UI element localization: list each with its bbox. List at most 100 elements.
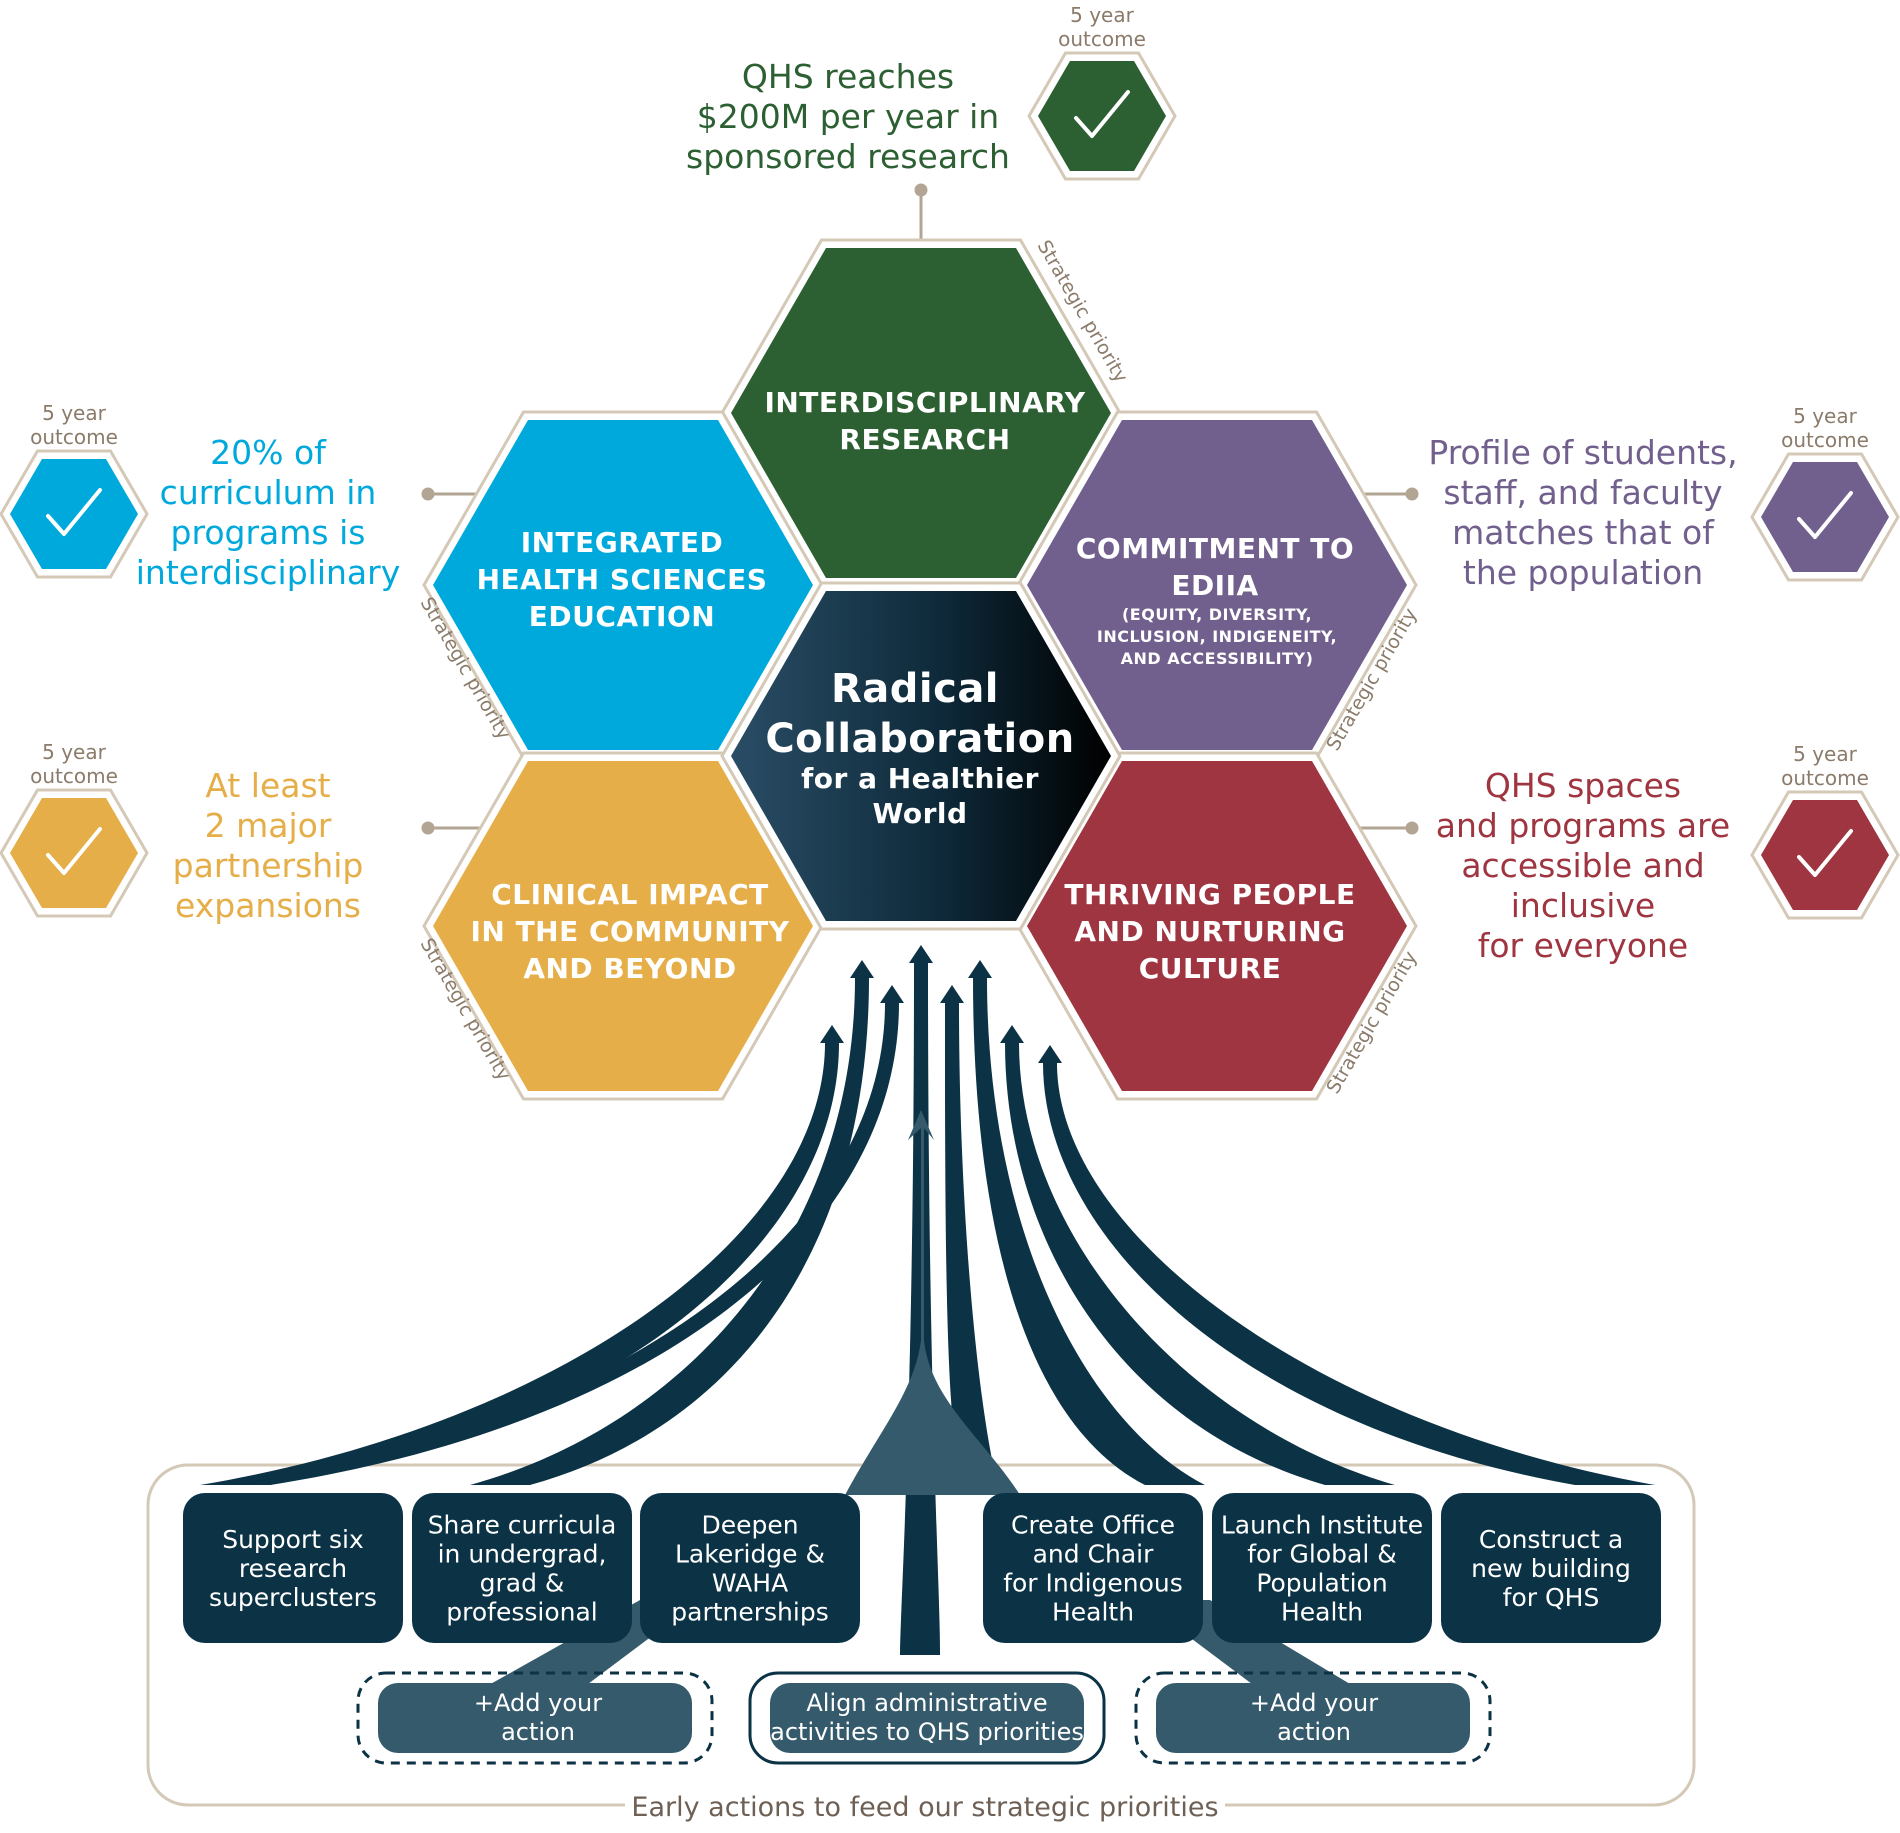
arrow-stream-2: [470, 960, 874, 1485]
priority-ediia-sub-line-3: AND ACCESSIBILITY): [1121, 649, 1314, 668]
outcome-research-line-1: QHS reaches: [742, 57, 954, 96]
check-icon: [46, 488, 102, 536]
action-1-line-3: superclusters: [209, 1583, 377, 1612]
outcome-thriving-line-1: QHS spaces: [1485, 766, 1681, 805]
priority-education-line-1: INTEGRATED: [521, 526, 724, 559]
priority-research-line-1: INTERDISCIPLINARY: [764, 386, 1085, 419]
check-icon: [46, 827, 102, 875]
outcome-ediia-line-1: Profile of students,: [1428, 433, 1737, 472]
outcome-label-thriving-1: 5 year: [1793, 742, 1857, 766]
action-1-line-2: research: [239, 1554, 347, 1583]
action-6-line-3: for QHS: [1503, 1583, 1600, 1612]
center-line-2: Collaboration: [765, 716, 1074, 762]
outcome-label-ediia-1: 5 year: [1793, 404, 1857, 428]
arrow-stream-5: [1038, 1045, 1655, 1485]
outcome-education-line-1: 20% of: [210, 433, 327, 472]
action-3-line-1: Deepen: [701, 1511, 798, 1540]
arrow-stream-8: [900, 945, 941, 1655]
outcome-research-line-2: $200M per year in: [697, 97, 999, 136]
outcome-clinical-line-1: At least: [205, 766, 330, 805]
outcome-education-line-4: interdisciplinary: [136, 553, 400, 592]
outcome-thriving-line-4: inclusive: [1511, 886, 1656, 925]
hex-education: [433, 420, 813, 750]
add-action-right-button[interactable]: [1156, 1683, 1470, 1753]
align-action-frame: [748, 1671, 1106, 1765]
hex-clinical: [433, 761, 813, 1091]
priority-ediia-sub-line-1: (EQUITY, DIVERSITY,: [1122, 605, 1312, 624]
action-2-line-2: in undergrad,: [438, 1540, 607, 1569]
outcome-check-ediia: [1761, 462, 1889, 572]
align-action-line-2: activities to QHS priorities: [770, 1718, 1084, 1746]
action-4-line-1: Create Office: [1011, 1511, 1175, 1540]
action-5-line-1: Launch Institute: [1221, 1511, 1423, 1540]
action-box-5[interactable]: [1212, 1493, 1432, 1643]
action-box-6[interactable]: [1441, 1493, 1661, 1643]
priority-education-line-2: HEALTH SCIENCES: [477, 563, 768, 596]
hex-research: [731, 248, 1111, 578]
outcome-clinical-line-2: 2 major: [205, 806, 332, 845]
priority-ediia-line-1: COMMITMENT TO: [1076, 532, 1354, 565]
outcome-check-clinical: [10, 798, 138, 908]
action-box-4[interactable]: [983, 1493, 1203, 1643]
align-action-line-1: Align administrative: [806, 1689, 1047, 1717]
priority-thriving-line-3: CULTURE: [1139, 952, 1282, 985]
outcome-label-clinical-2: outcome: [30, 764, 118, 788]
priority-clinical-line-2: IN THE COMMUNITY: [470, 915, 789, 948]
footer-gap: [625, 1790, 1225, 1820]
arrow-stream-3: [968, 960, 1205, 1485]
action-2-line-4: professional: [446, 1598, 597, 1627]
add-action-left-button[interactable]: [378, 1683, 692, 1753]
action-2-line-1: Share curricula: [428, 1511, 617, 1540]
priority-education-line-3: EDUCATION: [529, 600, 715, 633]
outcome-ediia-line-4: the population: [1463, 553, 1703, 592]
center-line-4: World: [872, 797, 967, 830]
outcome-label-clinical-1: 5 year: [42, 740, 106, 764]
outcome-label-thriving-2: outcome: [1781, 766, 1869, 790]
hex-ediia: [1027, 420, 1407, 750]
outcome-education-line-2: curriculum in: [160, 473, 377, 512]
outcome-label-education-1: 5 year: [42, 401, 106, 425]
action-5-line-4: Health: [1281, 1598, 1363, 1627]
outcome-ediia-line-2: staff, and faculty: [1443, 473, 1722, 512]
outcome-connectors: [421, 183, 1419, 835]
outcome-education-line-3: programs is: [171, 513, 366, 552]
center-title: Radical Collaboration for a Healthier Wo…: [765, 666, 1074, 830]
priority-thriving-line-2: AND NURTURING: [1074, 915, 1345, 948]
center-line-3: for a Healthier: [801, 762, 1039, 795]
check-icon: [1797, 491, 1853, 539]
outcome-label-ediia-2: outcome: [1781, 428, 1869, 452]
priority-research-line-2: RESEARCH: [839, 423, 1010, 456]
center-line-1: Radical: [831, 666, 999, 712]
priority-clinical-line-1: CLINICAL IMPACT: [491, 878, 769, 911]
add-action-left-line-2: action: [501, 1718, 575, 1746]
add-action-right-line-2: action: [1277, 1718, 1351, 1746]
check-icon: [1797, 829, 1853, 877]
priority-clinical-line-3: AND BEYOND: [523, 952, 736, 985]
extra-actions: +Add your action Align administrative ac…: [356, 1671, 1492, 1765]
action-box-1[interactable]: [183, 1493, 403, 1643]
outcome-research-line-3: sponsored research: [686, 137, 1010, 176]
add-action-left-frame: [356, 1671, 714, 1765]
hex-thriving: [1027, 761, 1407, 1091]
action-box-3[interactable]: [640, 1493, 860, 1643]
action-5-line-3: Population: [1256, 1569, 1387, 1598]
outcome-thriving-line-3: accessible and: [1461, 846, 1704, 885]
action-box-2[interactable]: [412, 1493, 632, 1643]
arrow-stream-slate-center: [845, 1110, 1020, 1495]
arrow-stream-4: [1000, 1025, 1395, 1485]
outcome-check-research: [1038, 61, 1166, 171]
priority-ediia-line-2: EDIIA: [1171, 569, 1258, 602]
hex-center: [731, 591, 1111, 921]
action-5-line-2: for Global &: [1247, 1540, 1397, 1569]
action-6-line-1: Construct a: [1479, 1525, 1623, 1554]
outcome-label-research-1: 5 year: [1070, 3, 1134, 27]
arrow-stream-7: [940, 985, 998, 1485]
outcome-thriving-line-2: and programs are: [1436, 806, 1731, 845]
action-4-line-3: for Indigenous: [1003, 1569, 1183, 1598]
outcome-label-education-2: outcome: [30, 425, 118, 449]
outcome-clinical-line-3: partnership: [173, 846, 364, 885]
action-3-line-4: partnerships: [671, 1598, 828, 1627]
priority-thriving-line-1: THRIVING PEOPLE: [1064, 878, 1355, 911]
